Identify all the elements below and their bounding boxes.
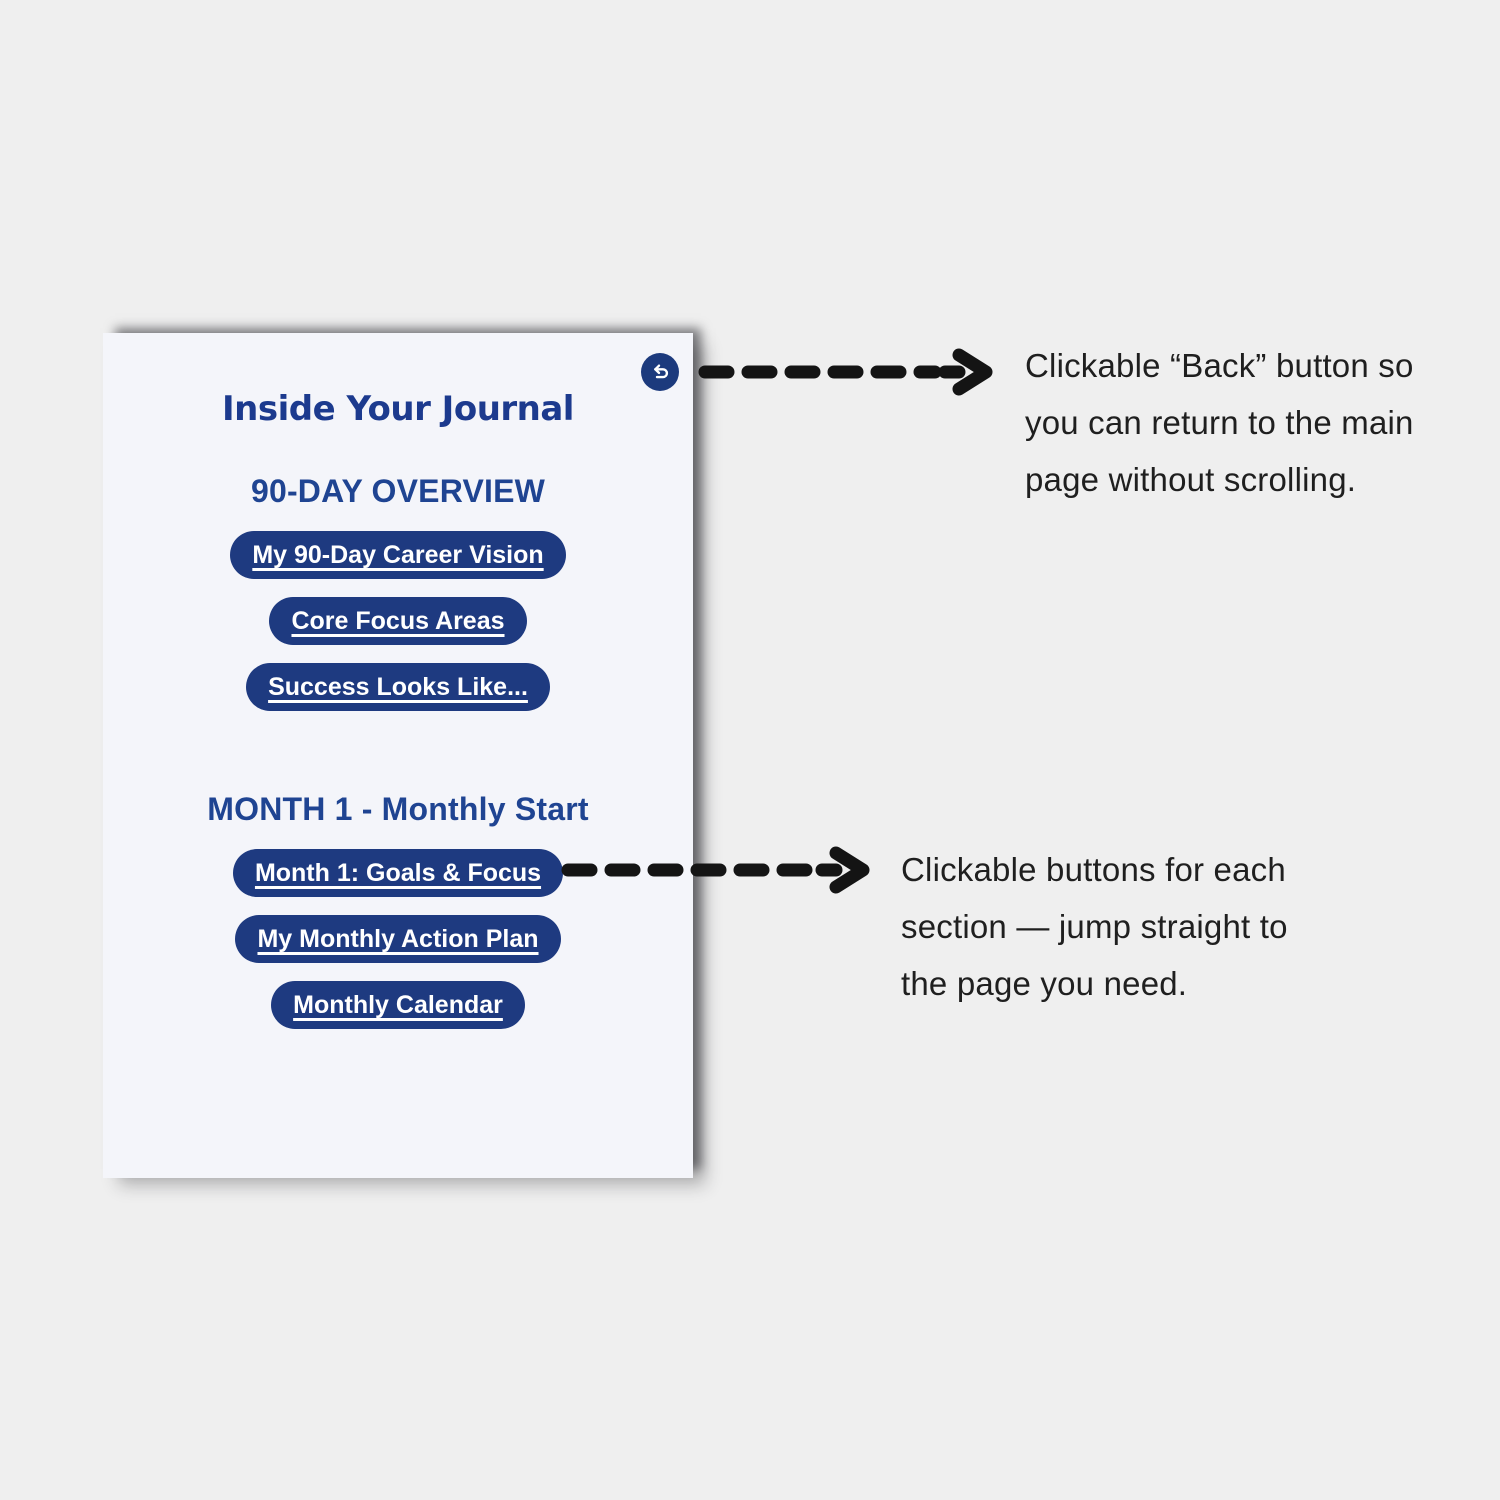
- annotation-line: you can return to the main: [1025, 404, 1414, 441]
- dashed-arrow-right-icon: [698, 348, 993, 396]
- nav-button-career-vision[interactable]: My 90-Day Career Vision: [230, 531, 566, 579]
- section-heading-month-1: MONTH 1 - Monthly Start: [207, 791, 589, 827]
- section-month-1: MONTH 1 - Monthly Start Month 1: Goals &…: [103, 791, 693, 1029]
- annotation-line: section — jump straight to: [901, 908, 1288, 945]
- section-heading-overview: 90-DAY OVERVIEW: [250, 473, 546, 509]
- month-1-button-column: Month 1: Goals & Focus My Monthly Action…: [103, 849, 693, 1029]
- overview-button-column: My 90-Day Career Vision Core Focus Areas…: [103, 531, 693, 711]
- nav-button-monthly-calendar[interactable]: Monthly Calendar: [271, 981, 525, 1029]
- nav-button-core-focus-areas[interactable]: Core Focus Areas: [269, 597, 527, 645]
- annotation-back-button: Clickable “Back” button so you can retur…: [1025, 337, 1414, 508]
- return-arrow-icon: [654, 364, 669, 379]
- nav-button-monthly-action-plan[interactable]: My Monthly Action Plan: [235, 915, 561, 963]
- nav-button-success-looks-like[interactable]: Success Looks Like...: [246, 663, 550, 711]
- section-90-day-overview: 90-DAY OVERVIEW My 90-Day Career Vision …: [103, 473, 693, 711]
- nav-button-month1-goals-focus[interactable]: Month 1: Goals & Focus: [232, 849, 564, 897]
- annotation-line: Clickable buttons for each: [901, 851, 1286, 888]
- annotation-section-buttons: Clickable buttons for each section — jum…: [901, 841, 1288, 1012]
- journal-page-card: Inside Your Journal 90-DAY OVERVIEW My 9…: [103, 333, 693, 1178]
- dashed-arrow-right-icon: [561, 846, 870, 894]
- journal-title: Inside Your Journal: [222, 389, 574, 429]
- annotation-line: page without scrolling.: [1025, 461, 1357, 498]
- back-button[interactable]: [641, 353, 679, 391]
- annotation-line: the page you need.: [901, 965, 1188, 1002]
- annotation-line: Clickable “Back” button so: [1025, 347, 1414, 384]
